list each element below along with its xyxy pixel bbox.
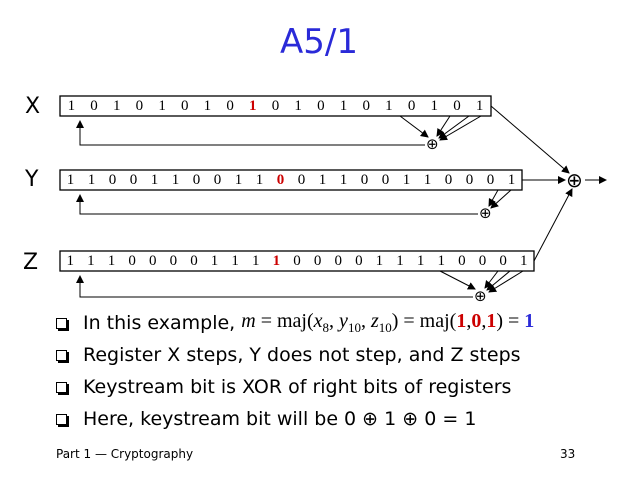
- register-bit: 1: [203, 98, 212, 114]
- square-bullet-icon: [56, 381, 67, 393]
- register-bit: 0: [129, 172, 138, 188]
- square-bullet-icon: [56, 317, 67, 329]
- register-z-label: Z: [23, 250, 39, 275]
- register-bit: 0: [334, 253, 342, 269]
- register-bit: 1: [294, 98, 302, 114]
- register-bit: 1: [87, 172, 96, 188]
- register-bit: 0: [297, 172, 306, 188]
- register-bit: 1: [475, 98, 484, 114]
- register-bit: 1: [67, 98, 76, 114]
- register-bit: 0: [271, 98, 280, 114]
- register-bit: 1: [318, 172, 327, 188]
- square-bullet-icon: [56, 349, 67, 361]
- xor-z-icon: ⊕: [474, 287, 487, 305]
- register-bit: 1: [375, 253, 384, 269]
- bullet-item: Register X steps, Y does not step, and Z…: [52, 339, 632, 371]
- register-bit: 0: [135, 98, 144, 114]
- register-bit: 1: [423, 172, 432, 188]
- bullet-item: Keystream bit is XOR of right bits of re…: [52, 371, 632, 403]
- register-bit: 1: [234, 172, 243, 188]
- square-bullet-icon: [56, 413, 67, 425]
- register-bit: 1: [255, 172, 264, 188]
- register-bit: 0: [180, 98, 189, 114]
- register-bit: 0: [486, 172, 495, 188]
- register-bit: 0: [148, 253, 157, 269]
- register-bit: 1: [107, 253, 116, 269]
- xor-x-icon: ⊕: [426, 135, 439, 153]
- register-bit: 0: [293, 253, 301, 269]
- output-lines: [490, 105, 607, 262]
- register-bit: 0: [192, 172, 201, 188]
- register-bit: 1: [430, 98, 439, 114]
- register-bit: 1: [416, 253, 425, 269]
- register-bit: 0: [465, 172, 474, 188]
- register-bit: 1: [66, 172, 75, 188]
- bullet-item: Here, keystream bit will be 0 ⊕ 1 ⊕ 0 = …: [52, 403, 632, 435]
- register-bit: 1: [519, 253, 528, 269]
- register-x-feedback: [76, 115, 482, 146]
- register-bit: 1: [66, 253, 75, 269]
- register-bit: 0: [453, 98, 461, 114]
- page-number: 33: [560, 447, 576, 461]
- register-bit: 1: [402, 172, 411, 188]
- register-bit: 0: [108, 172, 117, 188]
- register-bit: 0: [317, 98, 325, 114]
- register-bit: 0: [407, 98, 416, 114]
- footer-left: Part 1 — Cryptography: [56, 447, 194, 461]
- register-bit: 1: [385, 98, 393, 114]
- register-bit: 1: [112, 98, 121, 114]
- bullet-list: In this example, m = maj(x8, y10, z10) =…: [52, 307, 632, 435]
- bullet-item: In this example, m = maj(x8, y10, z10) =…: [52, 307, 632, 339]
- register-bit: 0: [499, 253, 507, 269]
- register-bit: 0: [360, 172, 369, 188]
- register-bit: 1: [339, 98, 348, 114]
- register-bit: 0: [213, 172, 222, 188]
- register-bit: 0: [355, 253, 363, 269]
- register-bit: 1: [171, 172, 180, 188]
- register-bit: 0: [190, 253, 198, 269]
- register-bit: 0: [90, 98, 98, 114]
- register-bit: 1: [507, 172, 516, 188]
- register-bit: 0: [128, 253, 136, 269]
- majority-formula: m = maj(x8, y10, z10) = maj(1,0,1) = 1: [241, 310, 535, 335]
- register-bit: 1: [339, 172, 348, 188]
- register-bit: 0: [226, 98, 234, 114]
- register-bit: 0: [169, 253, 178, 269]
- register-bit: 1: [87, 253, 95, 269]
- register-bit: 0: [276, 172, 285, 188]
- register-bit: 1: [272, 253, 281, 269]
- register-bit: 1: [150, 172, 159, 188]
- register-bit: 0: [458, 253, 466, 269]
- register-bit: 0: [381, 172, 390, 188]
- register-bit: 1: [249, 98, 257, 114]
- register-bit: 1: [396, 253, 404, 269]
- register-y-feedback: [76, 189, 512, 215]
- register-bit: 1: [437, 253, 446, 269]
- register-bit: 1: [231, 253, 239, 269]
- register-bit: 1: [158, 98, 166, 114]
- xor-y-icon: ⊕: [479, 204, 492, 222]
- register-bit: 0: [362, 98, 370, 114]
- slide-title: A5/1: [280, 22, 358, 62]
- xor-output-icon: ⊕: [566, 168, 583, 192]
- register-x-label: X: [25, 94, 41, 119]
- register-bit: 0: [313, 253, 322, 269]
- register-bit: 0: [478, 253, 487, 269]
- register-y-label: Y: [25, 167, 39, 192]
- register-bit: 0: [444, 172, 453, 188]
- register-z-feedback: [76, 270, 524, 298]
- register-bit: 1: [252, 253, 260, 269]
- register-bit: 1: [210, 253, 219, 269]
